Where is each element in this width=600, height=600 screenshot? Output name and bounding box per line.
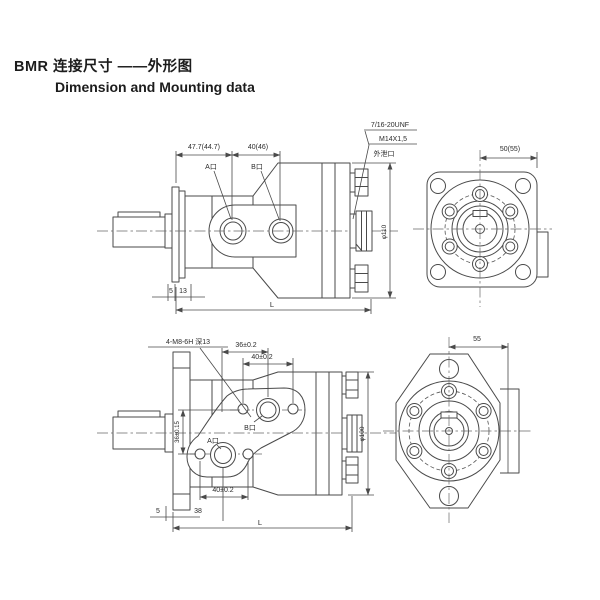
dim-40-label: 40(46)	[248, 144, 268, 151]
dims-top-2: 36±0.2 40±0.2	[221, 342, 294, 412]
dim-50-label: 50(55)	[500, 146, 520, 153]
motor-body-side	[112, 162, 351, 299]
port-b-label: B口	[251, 163, 263, 171]
port-b-label-2: B口	[244, 424, 256, 432]
dim-L-label-2: L	[258, 518, 262, 527]
dims-top: 47.7(44.7) 40(46)	[175, 144, 281, 221]
dim-5-label: 5	[169, 288, 173, 295]
bottom-side-view: 4-M8-6H 深13 36±0.2 40±0.2 36±0.15	[97, 337, 398, 532]
dim-vertical-36: 36±0.15	[175, 409, 240, 455]
thread-spec-2-label: M14X1,5	[379, 136, 407, 143]
page-title: BMR 连接尺寸 ——外形图	[14, 59, 193, 75]
drain-port-label: 外泄口	[374, 149, 395, 158]
top-side-view: 7/16-20UNF M14X1,5 外泄口 φ110 47.7(44.7)	[97, 122, 417, 314]
dims-bottom-left: 5 13	[152, 284, 205, 301]
dim-36v-label: 36±0.15	[175, 421, 181, 443]
port-labels-top: A口 B口	[205, 163, 280, 220]
port-labels-bottom: B口 A口	[207, 415, 263, 450]
bottom-front-view: 55	[383, 336, 532, 523]
bolt-note-label: 4-M8-6H 深13	[166, 337, 210, 346]
drain-fittings	[349, 168, 373, 293]
dim-50-55: 50(55)	[479, 146, 538, 168]
port-a-label: A口	[205, 163, 217, 171]
dim-36-label: 36±0.2	[235, 342, 256, 349]
dim-length-top: L	[175, 287, 372, 314]
square-flange	[426, 171, 538, 288]
dim-40-top-label: 40±0.2	[251, 354, 272, 361]
port-a-label-2: A口	[207, 437, 219, 445]
bolt-holes	[441, 186, 519, 272]
dim-diameter-100: φ100	[348, 371, 374, 496]
rear-body-tab	[537, 231, 549, 278]
dim-L-label: L	[270, 300, 274, 309]
drain-fittings-2	[341, 371, 363, 484]
dia-110-label: φ110	[381, 224, 388, 239]
dim-5-label-2: 5	[156, 508, 160, 515]
dim-55-label: 55	[473, 336, 481, 343]
drain-port-callout: 7/16-20UNF M14X1,5 外泄口	[352, 122, 417, 220]
ports-side-2	[190, 398, 305, 468]
dim-47-label: 47.7(44.7)	[188, 144, 220, 151]
bolt-note-callout: 4-M8-6H 深13	[148, 337, 252, 418]
thread-spec-1-label: 7/16-20UNF	[371, 122, 409, 129]
dim-38-label: 38	[194, 508, 202, 515]
dim-13-label: 13	[179, 288, 187, 295]
dim-diameter-110: φ110	[352, 162, 396, 299]
dims-bottom-2: 40±0.2 5 38 L	[150, 461, 353, 532]
rear-body-tab-2	[500, 388, 520, 474]
page-subtitle: Dimension and Mounting data	[55, 79, 255, 95]
dia-100-label: φ100	[359, 426, 366, 441]
top-front-view: 50(55)	[413, 146, 552, 307]
dim-55: 55	[448, 336, 509, 473]
